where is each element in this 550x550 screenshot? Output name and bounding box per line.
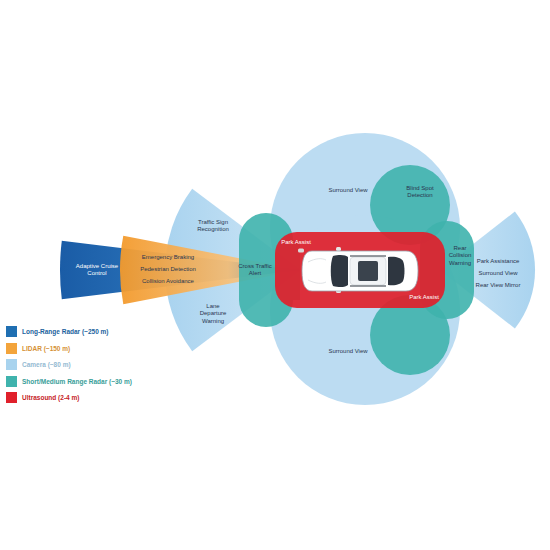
legend-entry: Ultrasound (2-4 m)	[6, 392, 63, 404]
sensor-zone: Park AssistPark Assist	[275, 232, 445, 308]
car-hood-line	[308, 259, 326, 284]
legend-entry: Camera (~80 m)	[6, 359, 55, 371]
zone-label: Rear View Mirror	[471, 282, 526, 289]
legend-swatch	[6, 326, 17, 337]
zone-label: Surround View	[471, 270, 526, 277]
ultrasound-zone	[275, 232, 445, 308]
car-body	[302, 251, 418, 291]
zone-label: Rear Collision Warning	[445, 245, 475, 267]
zone-label: Pedestrian Detection	[133, 266, 203, 273]
zone-label: Park Assist	[404, 294, 444, 301]
car-side-window	[350, 256, 386, 286]
car	[298, 247, 418, 293]
sensor-zone: Cross Traffic Alert	[238, 212, 300, 328]
zone-label: Surround View	[323, 187, 373, 194]
legend-swatch	[6, 343, 17, 354]
zone-label: Blind Spot Detection	[401, 185, 439, 199]
lidar-zone	[120, 236, 300, 305]
legend-entry: Long-Range Radar (~250 m)	[6, 326, 93, 338]
sensor-zone: Emergency BrakingPedestrian DetectionCol…	[120, 234, 270, 306]
car-sunroof	[358, 261, 378, 281]
zone-label: Surround View	[323, 348, 373, 355]
car-roof	[350, 257, 386, 285]
zone-label: Lane Departure Warning	[193, 303, 233, 325]
sensor-zone: Surround View	[270, 133, 460, 233]
legend-swatch	[6, 376, 17, 387]
car-windshield	[331, 255, 348, 287]
sensor-zone: Rear Collision Warning	[419, 220, 475, 320]
legend-swatch	[6, 359, 17, 370]
zone-label: Cross Traffic Alert	[236, 263, 274, 277]
legend-label: Short/Medium Range Radar (~30 m)	[22, 377, 132, 387]
sensor-zone: Adaptive Cruise Control	[60, 240, 130, 300]
car-part	[298, 249, 304, 253]
legend-entry: Short/Medium Range Radar (~30 m)	[6, 376, 116, 388]
sensor-zone: Park AssistanceSurround ViewRear View Mi…	[440, 210, 518, 330]
legend-label: Long-Range Radar (~250 m)	[22, 327, 109, 337]
legend-label: Camera (~80 m)	[22, 360, 71, 370]
zone-label: Traffic Sign Recognition	[193, 219, 233, 233]
car-mirror	[336, 247, 341, 251]
legend-swatch	[6, 392, 17, 403]
legend-label: LIDAR (~150 m)	[22, 344, 70, 354]
legend-entry: LIDAR (~150 m)	[6, 343, 54, 355]
car-rear-window	[388, 257, 405, 286]
sensor-zone: Blind Spot Detection	[370, 165, 450, 245]
sensor-zone: Traffic Sign RecognitionLane Departure W…	[190, 186, 300, 354]
zone-label: Adaptive Cruise Control	[74, 263, 120, 277]
zone-label: Park Assist	[276, 239, 316, 246]
zone-label: Emergency Braking	[133, 254, 203, 261]
sensor-zone: Surround View	[270, 308, 460, 403]
zone-label: Collision Avoidance	[133, 278, 203, 285]
legend-label: Ultrasound (2-4 m)	[22, 393, 79, 403]
zone-label: Park Assistance	[471, 258, 526, 265]
